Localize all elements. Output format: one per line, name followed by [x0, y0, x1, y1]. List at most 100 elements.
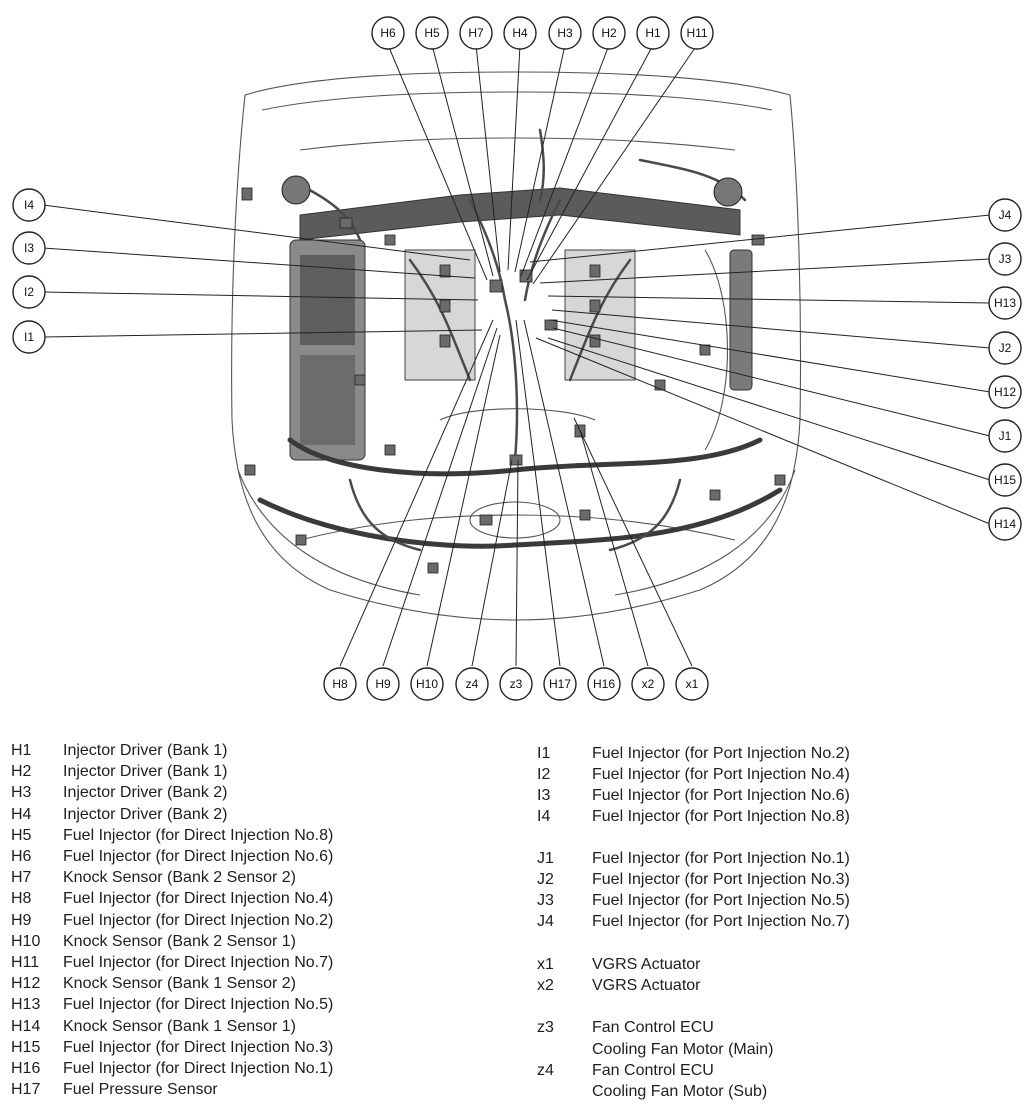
callout-h16: H16	[587, 667, 621, 701]
callout-text: H14	[994, 517, 1016, 531]
callout-h3: H3	[548, 16, 582, 50]
callout-circle	[499, 667, 533, 701]
callout-circle	[415, 16, 449, 50]
legend-code: I1	[537, 745, 551, 762]
legend-description: Cooling Fan Motor (Main)	[592, 1041, 774, 1058]
legend-code: J3	[537, 892, 554, 909]
callout-text: H10	[416, 677, 438, 691]
callout-z3: z3	[499, 667, 533, 701]
legend-description: VGRS Actuator	[592, 956, 701, 973]
callout-i4: I4	[12, 188, 46, 222]
legend-entry: H1 Injector Driver (Bank 1)	[11, 740, 471, 761]
legend-description: Fuel Injector (for Port Injection No.7)	[592, 913, 850, 930]
callout-circle	[631, 667, 665, 701]
legend-description: Fuel Injector (for Direct Injection No.6…	[63, 848, 334, 865]
callout-circle	[988, 375, 1022, 409]
callout-j1: J1	[988, 419, 1022, 453]
legend-description: Fuel Injector (for Port Injection No.3)	[592, 871, 850, 888]
callout-text: x2	[642, 677, 655, 691]
callout-circle	[371, 16, 405, 50]
callout-h2: H2	[592, 16, 626, 50]
callout-circle	[455, 667, 489, 701]
callout-text: H4	[512, 26, 528, 40]
legend-entry: Cooling Fan Motor (Main)	[537, 1039, 997, 1060]
callout-circle	[12, 231, 46, 265]
callout-text: J4	[999, 208, 1012, 222]
legend-description: Fuel Injector (for Port Injection No.1)	[592, 850, 850, 867]
legend-code: x1	[537, 956, 554, 973]
callout-text: H11	[686, 26, 707, 40]
legend-code: I3	[537, 787, 551, 804]
leader-lines	[42, 44, 991, 667]
callout-text: H8	[332, 677, 348, 691]
legend-code: H9	[11, 911, 32, 929]
callout-text: J2	[999, 341, 1012, 355]
callout-circle	[988, 242, 1022, 276]
callout-circle	[988, 463, 1022, 497]
callout-text: z4	[466, 677, 479, 691]
callout-h15: H15	[988, 463, 1022, 497]
legend-code: H13	[11, 996, 41, 1014]
callout-x1: x1	[675, 667, 709, 701]
legend-entry: I3 Fuel Injector (for Port Injection No.6…	[537, 785, 997, 806]
legend-description: Fuel Injector (for Direct Injection No.8…	[63, 826, 334, 844]
legend-code: x2	[537, 977, 554, 994]
callout-text: I1	[24, 330, 34, 344]
callout-circle	[988, 331, 1022, 365]
legend-code: H17	[11, 1081, 41, 1099]
callout-text: H16	[593, 677, 615, 691]
callout-circle	[680, 16, 714, 50]
callout-text: H15	[994, 473, 1016, 487]
callout-text: I4	[24, 198, 34, 212]
legend-code: z4	[537, 1062, 554, 1079]
callout-h1: H1	[636, 16, 670, 50]
legend-entry: J4 Fuel Injector (for Port Injection No.7…	[537, 911, 997, 932]
legend-description: Fuel Injector (for Port Injection No.6)	[592, 787, 850, 804]
callout-h11: H11	[680, 16, 714, 50]
legend-code: H8	[11, 890, 32, 908]
legend-description: Fuel Injector (for Direct Injection No.4…	[63, 890, 334, 908]
callout-text: I2	[24, 285, 34, 299]
callout-h7: H7	[459, 16, 493, 50]
legend-code: H6	[11, 848, 32, 865]
legend-code: H7	[11, 869, 32, 887]
legend-description: Fuel Injector (for Direct Injection No.1…	[63, 1060, 334, 1077]
callout-text: J1	[999, 429, 1012, 443]
legend-description: Fuel Injector (for Port Injection No.4)	[592, 766, 850, 783]
callout-circle	[459, 16, 493, 50]
callout-circle	[410, 667, 444, 701]
callout-circle	[12, 188, 46, 222]
callout-text: H17	[549, 677, 571, 691]
legend-description: Knock Sensor (Bank 1 Sensor 1)	[63, 1017, 297, 1035]
callout-text: H2	[601, 26, 617, 40]
callout-circle	[587, 667, 621, 701]
legend-description: Injector Driver (Bank 1)	[63, 742, 228, 759]
legend-description: Knock Sensor (Bank 2 Sensor 1)	[63, 932, 297, 950]
callout-i3: I3	[12, 231, 46, 265]
legend-description: Fuel Injector (for Direct Injection No.5…	[63, 996, 334, 1014]
callout-j3: J3	[988, 242, 1022, 276]
legend-code: I4	[537, 808, 551, 825]
callout-j4: J4	[988, 198, 1022, 232]
callout-h13: H13	[988, 286, 1022, 320]
callout-text: H5	[424, 26, 440, 40]
legend-code: J4	[537, 913, 554, 930]
callout-h10: H10	[410, 667, 444, 701]
legend-description: Fuel Pressure Sensor	[63, 1081, 218, 1099]
callout-i1: I1	[12, 320, 46, 354]
legend-code: H15	[11, 1038, 41, 1056]
legend-code: H1	[11, 742, 32, 759]
